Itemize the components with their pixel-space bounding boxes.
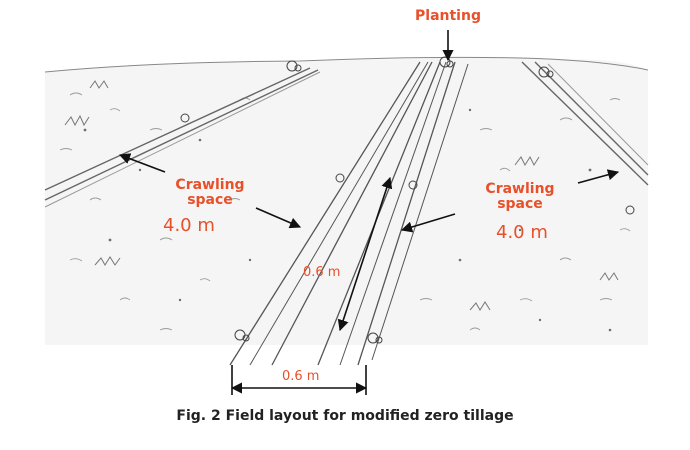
crawling-space-left-width: 4.0 m [163, 215, 215, 236]
crawling-space-right-label: Crawling space [485, 181, 555, 212]
ridge-length-label: 0.6 m [303, 265, 341, 280]
planting-label: Planting [415, 8, 481, 24]
left-furrow [44, 67, 321, 208]
crawling-space-right-width: 4.0 m [496, 222, 548, 243]
ridge-length-arrow [337, 176, 393, 332]
figure-caption: Fig. 2 Field layout for modified zero ti… [176, 408, 514, 424]
right-furrow [521, 61, 649, 186]
plants [180, 56, 635, 344]
crawling-right-arrow-left [400, 213, 456, 233]
crawling-right-arrow-right [577, 169, 620, 184]
crawling-left-arrow-upper [118, 153, 166, 173]
crawling-space-left-label: Crawling space [175, 177, 245, 208]
annotation-arrows [118, 30, 620, 395]
ridge-width-label: 0.6 m [282, 369, 320, 384]
crawling-left-arrow-lower [255, 207, 302, 229]
